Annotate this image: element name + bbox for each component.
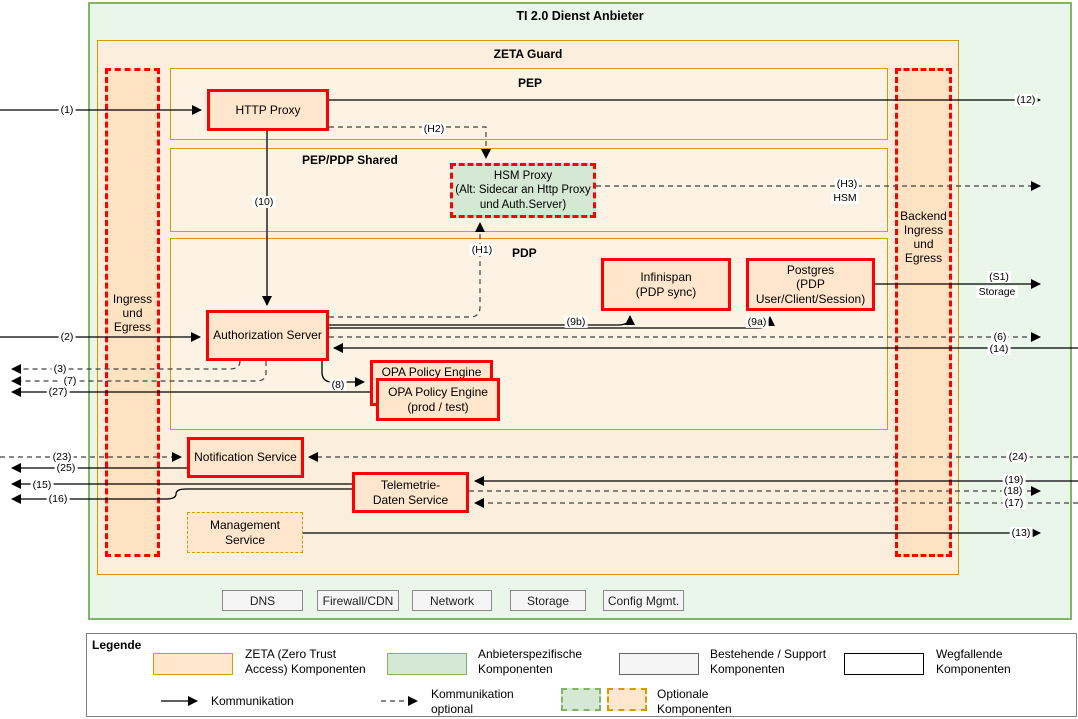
backend-ingress-egress-zone: Backend Ingress und Egress bbox=[895, 68, 952, 557]
box-config-mgmt: Config Mgmt. bbox=[603, 590, 684, 611]
box-notification-service: Notification Service bbox=[187, 437, 304, 478]
pep-section-title: PEP bbox=[518, 76, 543, 90]
arrow-9b bbox=[329, 315, 635, 326]
box-firewall-cdn: Firewall/CDN bbox=[317, 590, 399, 611]
label-13: (13) bbox=[1009, 526, 1033, 540]
label-8: (8) bbox=[329, 378, 347, 392]
label-2: (2) bbox=[58, 330, 76, 344]
infinispan-label: Infinispan (PDP sync) bbox=[635, 269, 697, 299]
label-16: (16) bbox=[46, 492, 70, 506]
label-s1: (S1) bbox=[987, 270, 1011, 284]
legend-label-zeta: ZETA (Zero Trust Access) Komponenten bbox=[245, 647, 366, 676]
label-23: (23) bbox=[50, 450, 74, 464]
label-9b: (9b) bbox=[564, 315, 588, 329]
telemetrie-daten-service-label: Telemetrie- Daten Service bbox=[372, 477, 449, 507]
box-telemetrie-daten-service: Telemetrie- Daten Service bbox=[352, 472, 469, 513]
zeta-guard-title: ZETA Guard bbox=[493, 47, 563, 61]
label-h1: (H1) bbox=[469, 243, 495, 257]
authorization-server-label: Authorization Server bbox=[213, 328, 322, 343]
legend-swatch-optional-orange bbox=[607, 688, 647, 711]
pep-pdp-shared-section-title: PEP/PDP Shared bbox=[302, 153, 398, 167]
label-h3-hsm: HSM bbox=[831, 191, 859, 205]
label-1: (1) bbox=[58, 103, 76, 117]
hsm-proxy-label: HSM Proxy (Alt: Sidecar an Http Proxy un… bbox=[455, 170, 591, 211]
legend-swatch-zeta bbox=[153, 653, 233, 675]
box-authorization-server: Authorization Server bbox=[206, 310, 329, 361]
arrow-7 bbox=[11, 361, 267, 386]
outer-title: TI 2.0 Dienst Anbieter bbox=[516, 9, 644, 23]
postgres-label: Postgres (PDP User/Client/Session) bbox=[755, 262, 866, 306]
legend-swatch-anbieter bbox=[387, 653, 467, 675]
arrow-9a bbox=[329, 316, 775, 329]
label-6: (6) bbox=[991, 330, 1009, 344]
arrow-h1 bbox=[329, 222, 485, 318]
label-h3: (H3) bbox=[834, 177, 860, 191]
legend-dashed-arrow bbox=[381, 696, 418, 706]
label-7: (7) bbox=[61, 374, 79, 388]
label-25: (25) bbox=[54, 461, 78, 475]
ingress-egress-label: Ingress und Egress bbox=[112, 291, 153, 334]
opa-policy-engine-front-label: OPA Policy Engine (prod / test) bbox=[388, 384, 488, 414]
label-10: (10) bbox=[252, 195, 276, 209]
box-management-service: Management Service bbox=[187, 512, 303, 553]
legend: Legende ZETA (Zero Trust Access) Kompone… bbox=[86, 633, 1077, 717]
legend-label-anbieter: Anbieterspezifische Komponenten bbox=[478, 647, 583, 676]
notification-service-label: Notification Service bbox=[194, 450, 297, 465]
box-dns: DNS bbox=[222, 590, 303, 611]
label-9a: (9a) bbox=[745, 315, 769, 329]
pdp-section-title: PDP bbox=[512, 246, 537, 260]
box-infinispan: Infinispan (PDP sync) bbox=[601, 258, 731, 311]
config-mgmt-label: Config Mgmt. bbox=[607, 593, 680, 608]
legend-swatch-wegfallend bbox=[844, 653, 924, 675]
label-17: (17) bbox=[1002, 496, 1026, 510]
arrow-h2 bbox=[329, 126, 491, 159]
label-19: (19) bbox=[1002, 473, 1026, 487]
http-proxy-label: HTTP Proxy bbox=[235, 102, 301, 117]
label-12: (12) bbox=[1014, 93, 1038, 107]
legend-swatch-optional-green bbox=[561, 688, 601, 711]
label-18: (18) bbox=[1001, 484, 1025, 498]
opa-policy-engine-back-label: OPA Policy Engine bbox=[381, 365, 482, 379]
storage-label: Storage bbox=[526, 593, 570, 608]
legend-swatch-support bbox=[619, 653, 699, 675]
box-http-proxy: HTTP Proxy bbox=[207, 89, 329, 131]
label-27: (27) bbox=[46, 385, 70, 399]
legend-label-kommunikation: Kommunikation bbox=[211, 694, 294, 708]
label-15: (15) bbox=[30, 478, 54, 492]
label-14: (14) bbox=[987, 342, 1011, 356]
management-service-label: Management Service bbox=[209, 517, 281, 547]
label-3: (3) bbox=[51, 362, 69, 376]
box-storage: Storage bbox=[510, 590, 586, 611]
network-label: Network bbox=[429, 593, 474, 608]
box-postgres: Postgres (PDP User/Client/Session) bbox=[746, 258, 875, 311]
box-hsm-proxy: HSM Proxy (Alt: Sidecar an Http Proxy un… bbox=[450, 163, 596, 218]
dns-label: DNS bbox=[249, 593, 276, 608]
label-24: (24) bbox=[1006, 450, 1030, 464]
arrow-16 bbox=[11, 488, 352, 504]
ingress-egress-zone: Ingress und Egress bbox=[105, 68, 160, 557]
backend-ingress-egress-label: Backend Ingress und Egress bbox=[900, 209, 947, 265]
firewall-cdn-label: Firewall/CDN bbox=[322, 593, 394, 608]
box-opa-policy-engine-front: OPA Policy Engine (prod / test) bbox=[376, 378, 500, 421]
box-network: Network bbox=[412, 590, 492, 611]
legend-title: Legende bbox=[92, 638, 142, 652]
legend-label-support: Bestehende / Support Komponenten bbox=[710, 647, 827, 676]
label-s1-storage: Storage bbox=[976, 285, 1018, 299]
legend-label-optional: Optionale Komponenten bbox=[657, 687, 732, 716]
legend-label-kommunikation-optional: Kommunikation optional bbox=[431, 687, 514, 716]
legend-label-wegfallend: Wegfallende Komponenten bbox=[936, 647, 1011, 676]
arrow-3 bbox=[11, 360, 241, 374]
legend-solid-arrow bbox=[161, 696, 198, 706]
label-h2: (H2) bbox=[421, 122, 447, 136]
